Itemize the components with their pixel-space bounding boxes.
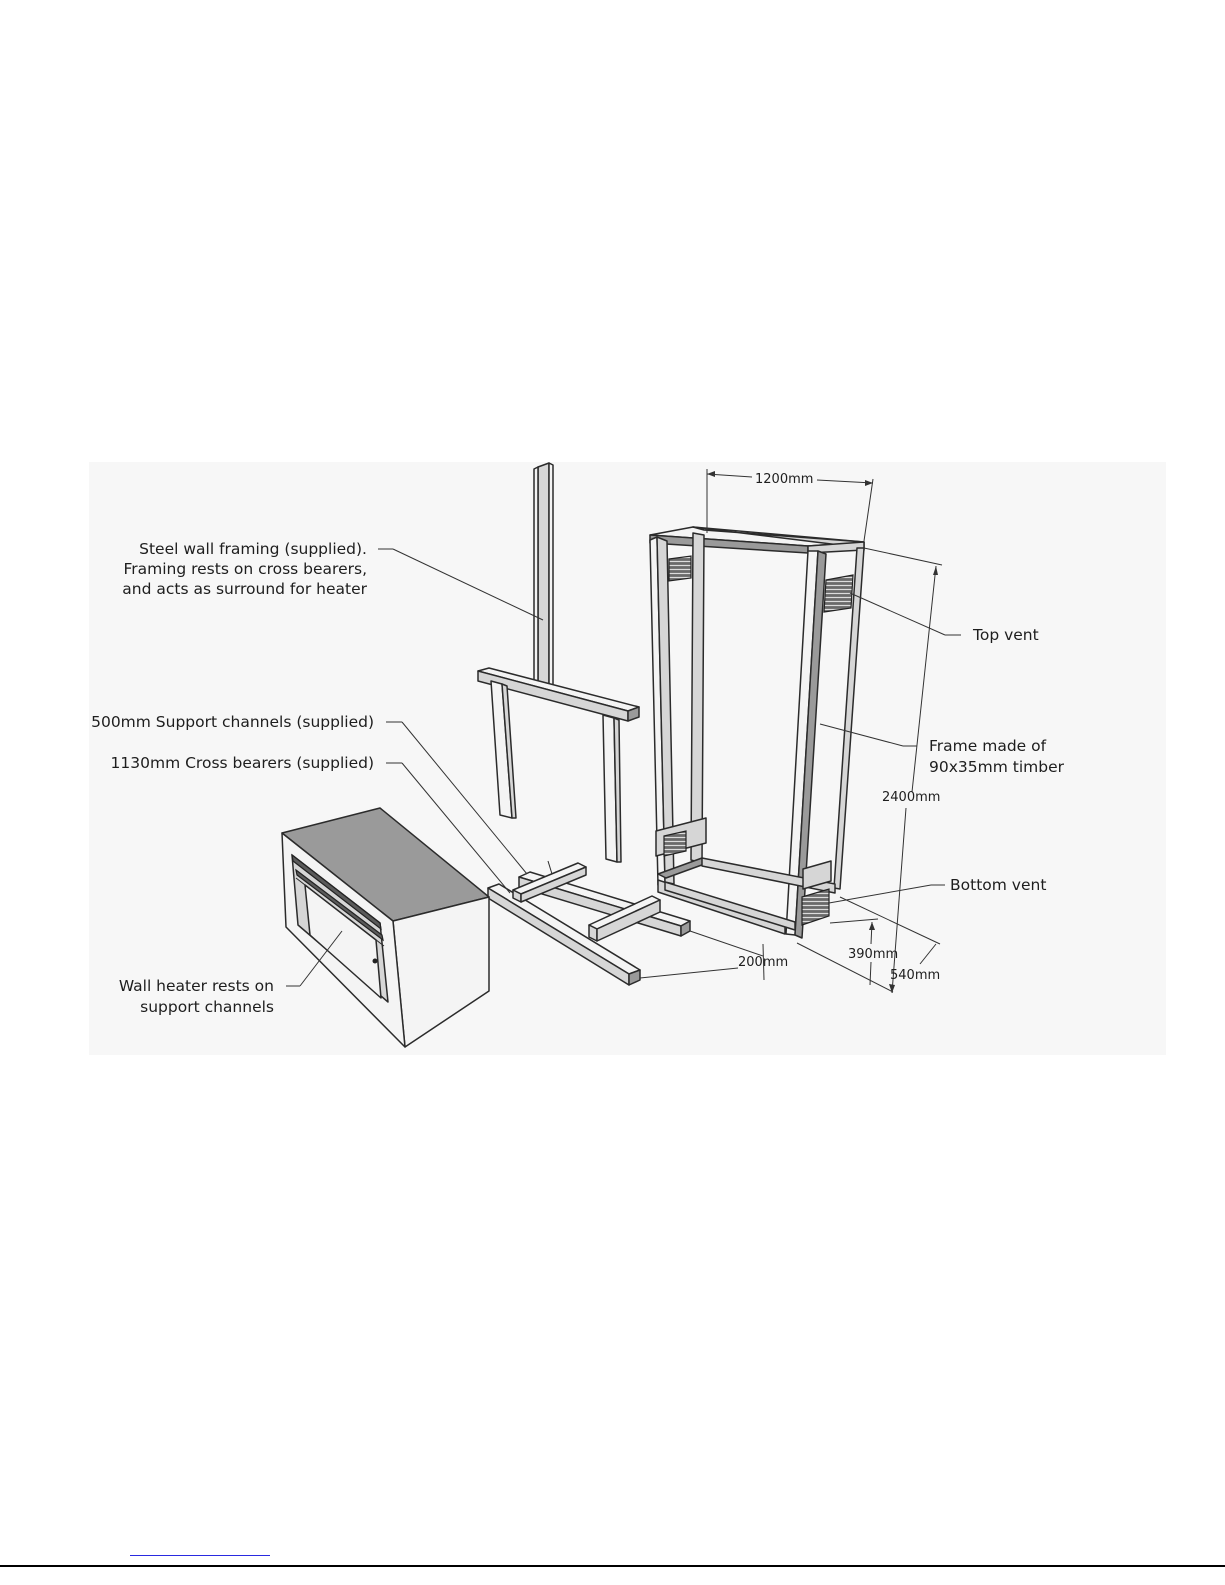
top-vent-grille	[824, 575, 853, 612]
steel-framing-label-line3: and acts as surround for heater	[122, 580, 367, 598]
cross-bearers-label: 1130mm Cross bearers (supplied)	[111, 754, 374, 772]
vent-height-dimension: 390mm	[848, 947, 898, 962]
rear-top-vent-grille	[669, 556, 691, 581]
support-channels-label: 500mm Support channels (supplied)	[91, 713, 374, 731]
depth-dimension: 540mm	[890, 968, 940, 983]
heater-label-line2: support channels	[140, 998, 274, 1016]
height-dimension: 2400mm	[882, 790, 940, 805]
steel-framing-label-line2: Framing rests on cross bearers,	[123, 560, 367, 578]
top-vent-label: Top vent	[972, 626, 1039, 644]
frame-label-line1: Frame made of	[929, 737, 1047, 755]
width-dimension: 1200mm	[755, 472, 813, 487]
frame-label-line2: 90x35mm timber	[929, 758, 1065, 776]
heater-label-line1: Wall heater rests on	[119, 977, 274, 995]
footer-link-underline	[130, 1555, 270, 1556]
footer-rule	[0, 1565, 1225, 1567]
steel-framing-label-line1: Steel wall framing (supplied).	[139, 540, 367, 558]
bottom-vent-label: Bottom vent	[950, 876, 1046, 894]
bearer-offset-dimension: 200mm	[738, 955, 788, 970]
rear-bottom-vent-grille	[664, 831, 686, 856]
